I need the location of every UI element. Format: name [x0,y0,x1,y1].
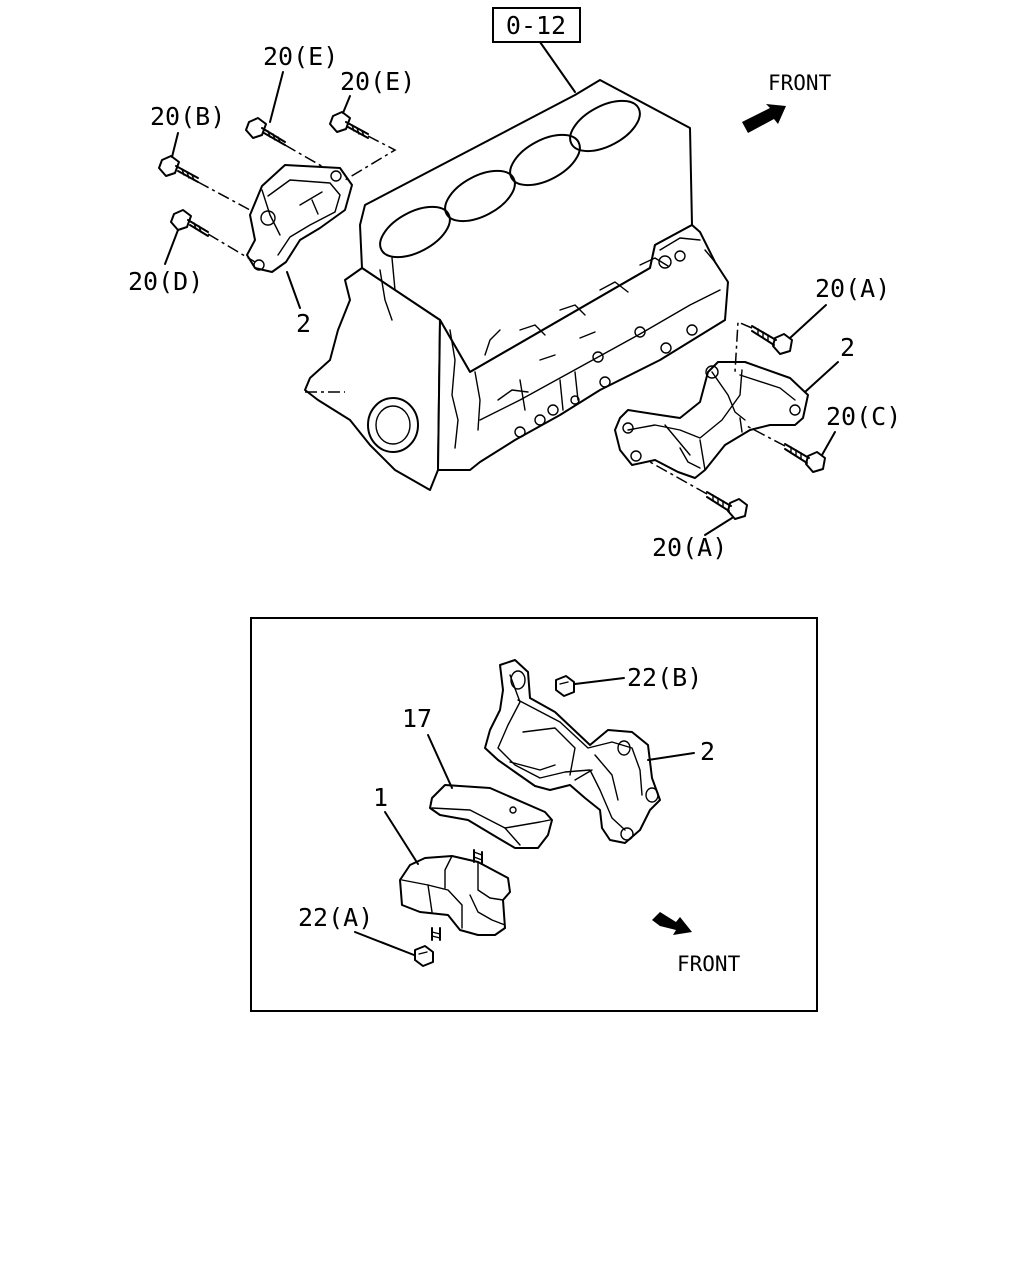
reference-leader [539,41,576,93]
right-engine-bracket[interactable] [614,361,809,479]
label-20e-right: 20(E) [340,67,415,96]
label-bracket-left: 2 [296,309,311,338]
bolt-20a-top[interactable] [751,325,793,355]
leader-20b [171,132,179,158]
reference-box[interactable]: 0-12 [492,7,581,43]
label-20a-bottom: 20(A) [652,533,727,562]
stopper-17[interactable] [429,784,553,849]
leader-20d [164,229,179,265]
label-stopper: 17 [402,704,432,733]
front-arrow-top-icon [742,104,786,133]
leader-22a [354,931,415,956]
engine-mount-1[interactable] [399,849,511,941]
label-22b: 22(B) [627,663,702,692]
left-engine-bracket[interactable] [246,164,353,273]
label-20a-top: 20(A) [815,274,890,303]
leader-20a-bottom [704,517,733,536]
label-22a: 22(A) [298,903,373,932]
bolt-20e-upper[interactable] [245,117,286,146]
bolt-20c[interactable] [784,443,826,473]
label-bracket-right: 2 [840,333,855,362]
bolt-20a-bottom[interactable] [706,491,748,520]
front-label-top: FRONT [768,71,832,95]
label-20e-upper: 20(E) [263,42,338,71]
front-label-inset: FRONT [677,952,741,976]
leader-20e-right [342,95,351,114]
label-20b: 20(B) [150,102,225,131]
inset-frame [250,617,818,1012]
bolt-20b[interactable] [158,155,199,183]
bolt-20e-right[interactable] [329,111,369,139]
engine-block [304,79,729,491]
leader-20c [821,431,836,456]
leader-bracket-left [286,271,301,309]
bolt-20d[interactable] [170,209,209,237]
label-20c: 20(C) [826,402,901,431]
leader-inset-bracket [647,752,695,761]
leader-22b [574,677,625,685]
reference-box-label: 0-12 [506,11,566,40]
leader-20a-top [789,304,827,339]
label-20d: 20(D) [128,267,203,296]
leader-stopper [427,734,453,789]
leader-bracket-right [804,361,839,393]
leader-mount [384,811,419,865]
leader-20e-upper [269,71,284,123]
front-arrow-inset-icon [652,912,692,935]
nut-22b[interactable] [555,675,575,697]
label-mount: 1 [373,783,388,812]
label-inset-bracket: 2 [700,737,715,766]
inset-mount-bracket[interactable] [484,659,661,844]
nut-22a[interactable] [414,945,434,967]
